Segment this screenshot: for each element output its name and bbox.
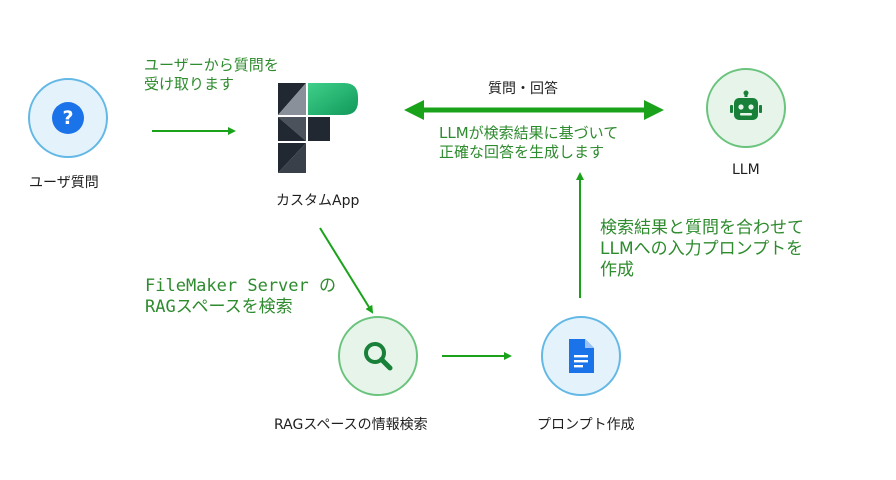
user-question-label: ユーザ質問: [29, 175, 99, 191]
svg-text:?: ?: [62, 107, 73, 129]
llm-label: LLM: [732, 162, 760, 178]
custom-app-label: カスタムApp: [276, 193, 360, 209]
arrow-app-to-rag: [319, 227, 374, 314]
custom-app-node: [278, 83, 360, 173]
llm-generate-annotation: LLMが検索結果に基づいて 正確な回答を生成します: [439, 124, 618, 162]
annotation-line: 検索結果と質問を合わせて: [600, 218, 804, 238]
annotation-line: 正確な回答を生成します: [439, 143, 605, 161]
annotation-line: 作成: [600, 260, 634, 280]
filemaker-search-annotation: FileMaker Server の RAGスペースを検索: [145, 276, 336, 318]
receive-question-annotation: ユーザーから質問を 受け取ります: [144, 56, 279, 94]
qa-annotation: 質問・回答: [488, 81, 558, 97]
filemaker-logo: [278, 83, 358, 173]
rag-search-node: [338, 316, 418, 396]
annotation-line: LLMが検索結果に基づいて: [439, 124, 619, 142]
arrow-app-llm-bidirectional: [404, 100, 664, 120]
question-icon: ?: [52, 102, 84, 134]
user-question-node: ?: [28, 78, 108, 158]
combine-annotation: 検索結果と質問を合わせて LLMへの入力プロンプトを 作成: [600, 218, 804, 281]
search-icon: [364, 342, 393, 371]
prompt-create-node: [541, 316, 621, 396]
annotation-line: LLMへの入力プロンプトを: [600, 239, 804, 259]
prompt-create-label: プロンプト作成: [537, 417, 635, 433]
robot-icon: [730, 90, 762, 120]
llm-node: [706, 68, 786, 148]
annotation-line: RAGスペースを検索: [145, 297, 293, 317]
document-icon: [569, 339, 594, 373]
rag-search-label: RAGスペースの情報検索: [274, 417, 428, 433]
annotation-line: FileMaker Server の: [145, 276, 336, 296]
annotation-line: ユーザーから質問を: [144, 56, 279, 74]
annotation-line: 受け取ります: [144, 75, 235, 93]
